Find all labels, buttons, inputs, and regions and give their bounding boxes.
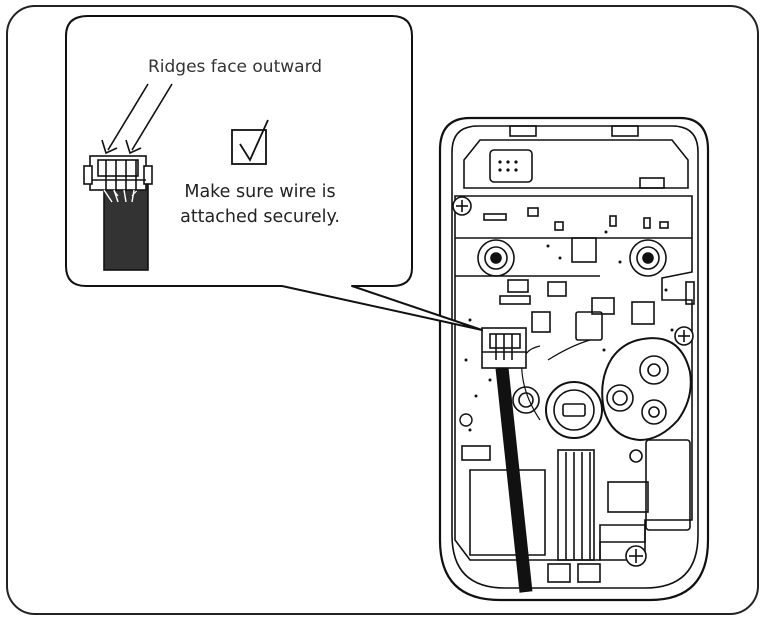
screw-left-lower — [459, 413, 473, 427]
pcb-vias — [464, 160, 674, 432]
connector-closeup — [83, 155, 153, 271]
cable — [495, 367, 533, 593]
screw-mid-right — [674, 326, 694, 346]
instruction-line-1: Make sure wire is — [184, 182, 336, 202]
instruction-text: Make sure wire is attached securely. — [150, 180, 370, 230]
ridge-arrows — [101, 83, 173, 155]
lock-housing — [438, 116, 710, 602]
check-box-icon — [231, 119, 269, 165]
instruction-line-2: attached securely. — [180, 207, 340, 227]
screw-bottom-right — [625, 545, 647, 567]
ridges-label: Ridges face outward — [147, 57, 323, 77]
board-connector — [481, 327, 527, 369]
screw-top-left — [452, 196, 472, 216]
callout-bubble — [65, 15, 483, 331]
